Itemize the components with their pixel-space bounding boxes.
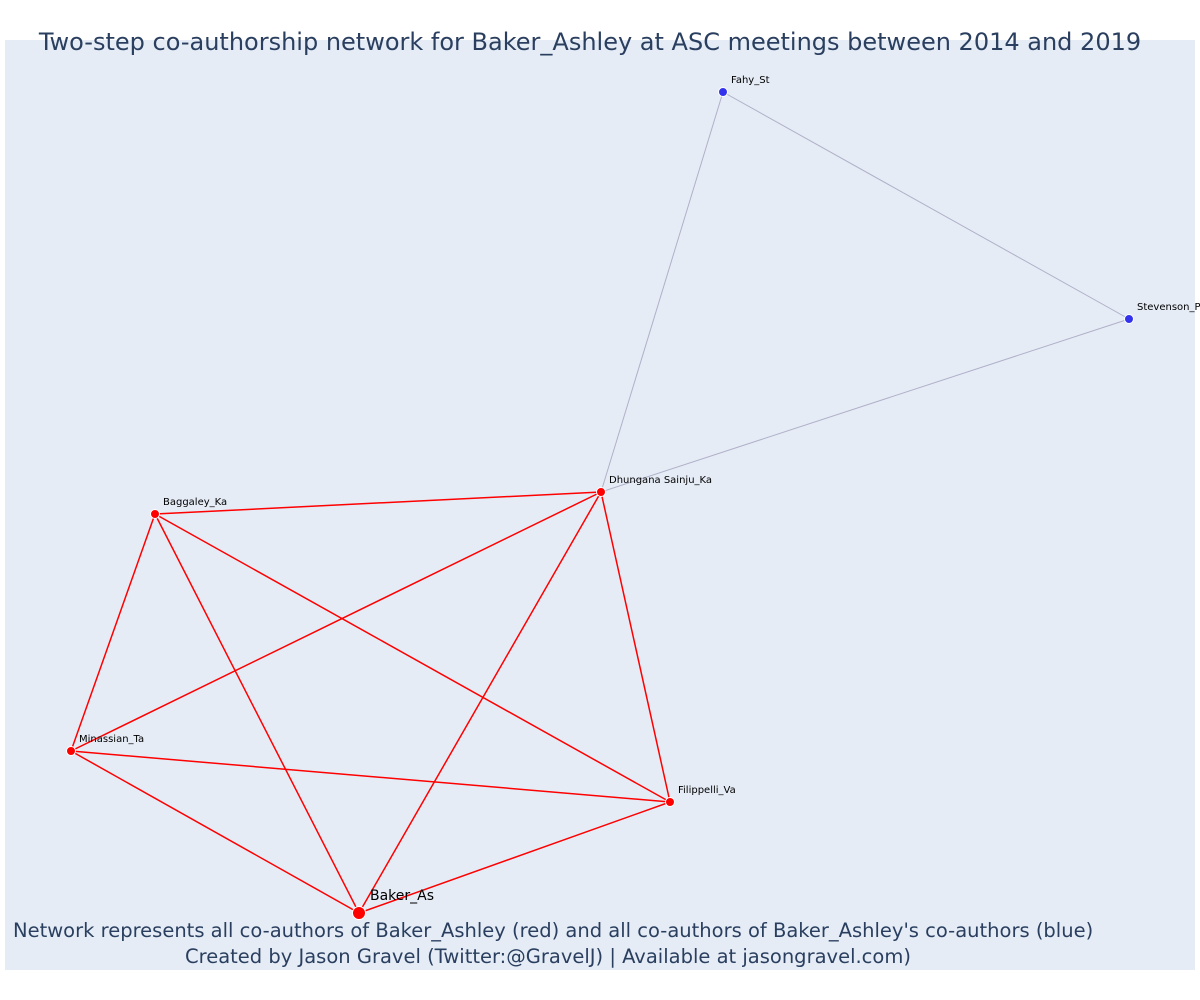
labels-layer: Baker_As Baggaley_Ka Dhungana Sainju_KaMin…	[79, 75, 1200, 904]
node-baggaley-ka[interactable]	[150, 509, 160, 519]
edge-dhungana-sainju-ka-stevenson-p	[600, 318, 1130, 493]
node-label-stevenson-p: Stevenson_P	[1137, 302, 1200, 313]
edge-dhungana-sainju-ka-filippelli-va	[600, 491, 671, 803]
node-baker-as[interactable]	[352, 906, 366, 920]
node-label-baggaley-ka: Baggaley_Ka	[163, 497, 227, 508]
node-label-filippelli-va: Filippelli_Va	[678, 785, 736, 796]
node-dhungana-sainju-ka[interactable]	[596, 487, 606, 497]
edge-baker-as-dhungana-sainju-ka	[358, 491, 602, 914]
chart-title: Two-step co-authorship network for Baker…	[38, 28, 1142, 56]
edge-fahy-st-stevenson-p	[722, 91, 1130, 320]
edge-baggaley-ka-dhungana-sainju-ka	[154, 491, 602, 515]
edge-dhungana-sainju-ka-fahy-st	[600, 91, 724, 493]
node-minassian-ta[interactable]	[66, 746, 76, 756]
footer-line-1: Network represents all co-authors of Bak…	[13, 919, 1094, 942]
edge-baggaley-ka-minassian-ta	[70, 513, 156, 752]
edge-baker-as-minassian-ta	[70, 750, 360, 914]
node-fahy-st[interactable]	[718, 87, 728, 97]
edge-baggaley-ka-filippelli-va	[154, 513, 671, 803]
edge-baker-as-baggaley-ka	[154, 513, 360, 914]
edges-layer	[70, 91, 1130, 914]
edge-minassian-ta-filippelli-va	[70, 750, 671, 803]
node-label-minassian-ta: Minassian_Ta	[79, 734, 144, 745]
node-label-baker-as: Baker_As	[370, 888, 434, 904]
node-label-fahy-st: Fahy_St	[731, 75, 770, 86]
node-stevenson-p[interactable]	[1124, 314, 1134, 324]
node-label-dhungana-sainju-ka: Dhungana Sainju_Ka	[609, 475, 712, 486]
edge-baker-as-filippelli-va	[358, 801, 671, 914]
footer-line-2: Created by Jason Gravel (Twitter:@Gravel…	[185, 945, 911, 968]
edge-dhungana-sainju-ka-minassian-ta	[70, 491, 602, 752]
nodes-layer	[66, 87, 1134, 920]
plot-area	[5, 40, 1195, 970]
node-filippelli-va[interactable]	[665, 797, 675, 807]
